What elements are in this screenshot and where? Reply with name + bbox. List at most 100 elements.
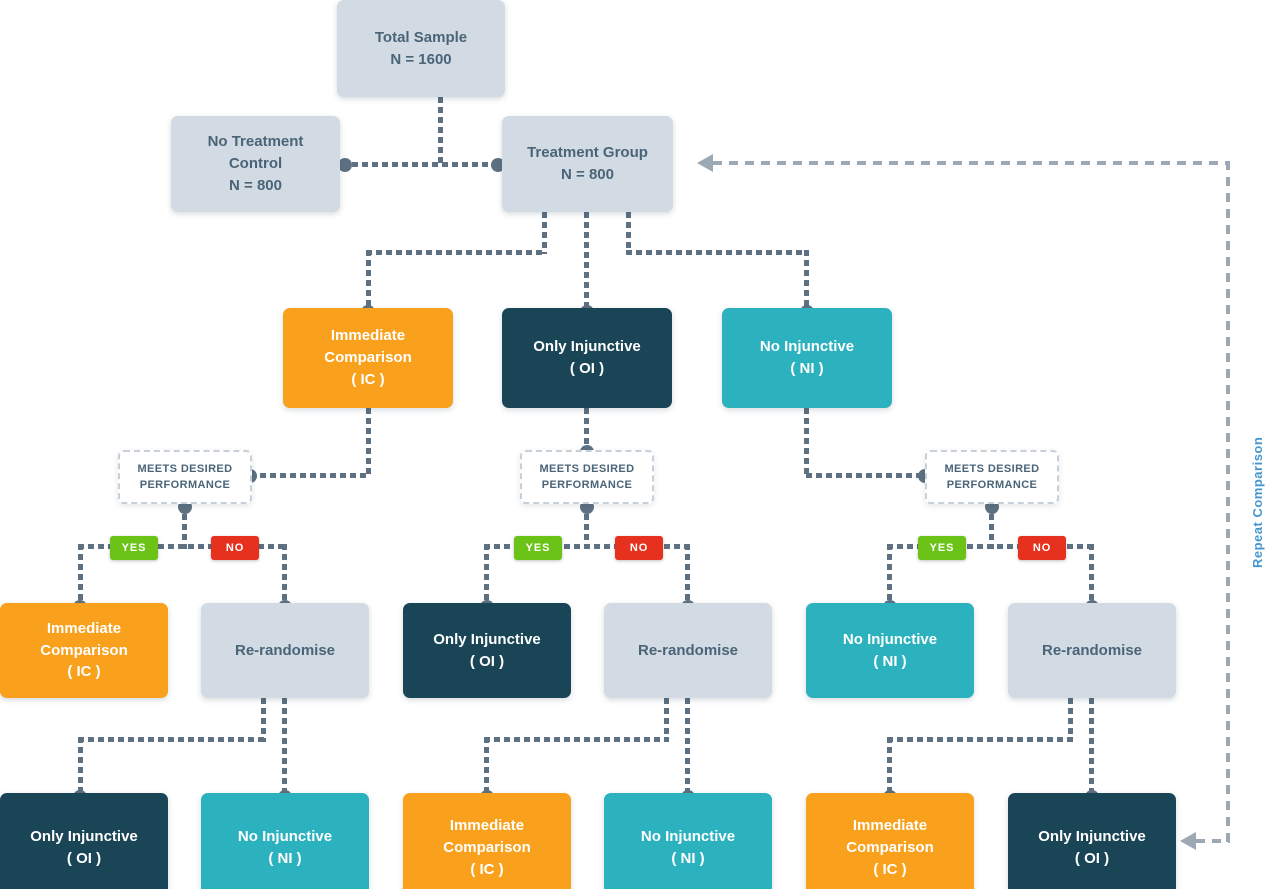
- node-subtitle: ( OI ): [569, 360, 605, 377]
- node-subtitle: ( OI ): [66, 850, 102, 867]
- node-subtitle: ( NI ): [671, 850, 705, 867]
- connector-hline: [887, 737, 1073, 742]
- node-subtitle: N = 800: [561, 166, 614, 183]
- connector-vline: [261, 698, 266, 742]
- node-title: Re-randomise: [234, 641, 336, 659]
- node-title: Immediate Comparison: [846, 817, 934, 857]
- node-title: Re-randomise: [1041, 641, 1143, 659]
- node-rerandomise-1: Re-randomise: [201, 603, 369, 698]
- node-rerandomise-2: Re-randomise: [604, 603, 772, 698]
- node-title: Treatment Group: [527, 144, 648, 162]
- connector-hline: [342, 162, 500, 167]
- node-treatment-group: Treatment Group N = 800: [502, 116, 673, 212]
- node-title: Total Sample: [374, 28, 468, 46]
- node-result-immediate-comparison: Immediate Comparison ( IC ): [0, 603, 168, 698]
- node-bottom-no-injunctive-1: No Injunctive ( NI ): [201, 793, 369, 889]
- connector-vline: [182, 504, 187, 549]
- connector-hline: [626, 250, 807, 255]
- node-subtitle: N = 1600: [390, 50, 452, 68]
- connector-vline: [584, 212, 589, 310]
- node-arm-immediate-comparison: Immediate Comparison ( IC ): [283, 308, 453, 408]
- decision-meets-desired-performance-1: MEETS DESIRED PERFORMANCE: [118, 450, 252, 504]
- badge-no-3: NO: [1018, 536, 1066, 560]
- node-bottom-immediate-comparison-2: Immediate Comparison ( IC ): [806, 793, 974, 889]
- decision-label: MEETS DESIRED PERFORMANCE: [539, 462, 635, 492]
- connector-vline: [438, 97, 443, 167]
- badge-yes-2: YES: [514, 536, 562, 560]
- connector-vline: [484, 544, 489, 606]
- node-title: No Injunctive: [237, 828, 333, 846]
- loop-arrow-bottom-icon: [1180, 832, 1196, 850]
- node-title: Only Injunctive: [433, 630, 541, 648]
- connector-hline: [78, 737, 266, 742]
- node-title: No Injunctive: [842, 630, 938, 648]
- badge-no-2: NO: [615, 536, 663, 560]
- node-subtitle: N = 800: [229, 176, 282, 194]
- node-title: Only Injunctive: [30, 828, 138, 846]
- node-title: Only Injunctive: [1038, 828, 1146, 846]
- node-subtitle: ( NI ): [873, 652, 907, 670]
- connector-vline: [78, 544, 83, 606]
- badge-yes-1: YES: [110, 536, 158, 560]
- connector-vline: [887, 737, 892, 796]
- connector-vline: [1068, 698, 1073, 742]
- connector-vline: [282, 698, 287, 798]
- badge-yes-3: YES: [918, 536, 966, 560]
- node-bottom-only-injunctive-2: Only Injunctive ( OI ): [1008, 793, 1176, 889]
- node-title: Immediate Comparison: [443, 817, 531, 857]
- connector-vline: [685, 544, 690, 606]
- connector-hline: [366, 250, 545, 255]
- connector-vline: [584, 408, 589, 452]
- connector-vline: [78, 737, 83, 796]
- node-bottom-only-injunctive-1: Only Injunctive ( OI ): [0, 793, 168, 889]
- loop-arrow-top-icon: [697, 154, 713, 172]
- node-title: Only Injunctive: [533, 338, 641, 356]
- connector-vline: [542, 212, 547, 254]
- connector-vline: [664, 698, 669, 742]
- connector-vline: [1089, 698, 1094, 798]
- connector-hline: [806, 473, 926, 478]
- decision-meets-desired-performance-3: MEETS DESIRED PERFORMANCE: [925, 450, 1059, 504]
- node-title: No Injunctive: [640, 828, 736, 846]
- node-subtitle: ( OI ): [469, 652, 505, 670]
- connector-hline: [484, 544, 690, 549]
- node-total-sample: Total Sample N = 1600: [337, 0, 505, 97]
- connector-hline: [887, 544, 1094, 549]
- junction-dot: [338, 158, 352, 172]
- node-subtitle: ( IC ): [67, 663, 101, 681]
- node-result-only-injunctive: Only Injunctive ( OI ): [403, 603, 571, 698]
- node-title: No Injunctive: [759, 338, 855, 356]
- connector-vline: [626, 212, 631, 254]
- node-title: Immediate Comparison: [324, 327, 412, 367]
- connector-vline: [804, 408, 809, 478]
- connector-vline: [584, 504, 589, 549]
- connector-vline: [366, 408, 371, 478]
- decision-meets-desired-performance-2: MEETS DESIRED PERFORMANCE: [520, 450, 654, 504]
- decision-label: MEETS DESIRED PERFORMANCE: [944, 462, 1040, 492]
- node-subtitle: ( OI ): [1074, 850, 1110, 867]
- node-bottom-immediate-comparison-1: Immediate Comparison ( IC ): [403, 793, 571, 889]
- node-subtitle: ( IC ): [873, 860, 907, 878]
- badge-no-1: NO: [211, 536, 259, 560]
- node-arm-no-injunctive: No Injunctive ( NI ): [722, 308, 892, 408]
- connector-vline: [1089, 544, 1094, 606]
- loop-line-top: [713, 161, 1230, 165]
- node-arm-only-injunctive: Only Injunctive ( OI ): [502, 308, 672, 408]
- loop-label: Repeat Comparison: [1250, 436, 1265, 568]
- node-subtitle: ( NI ): [268, 850, 302, 867]
- connector-vline: [685, 698, 690, 798]
- node-bottom-no-injunctive-2: No Injunctive ( NI ): [604, 793, 772, 889]
- connector-vline: [989, 504, 994, 549]
- junction-dot: [491, 158, 505, 172]
- node-title: Immediate Comparison: [40, 619, 128, 659]
- decision-label: MEETS DESIRED PERFORMANCE: [137, 462, 233, 492]
- node-rerandomise-3: Re-randomise: [1008, 603, 1176, 698]
- connector-vline: [804, 250, 809, 310]
- connector-vline: [366, 250, 371, 310]
- node-result-no-injunctive: No Injunctive ( NI ): [806, 603, 974, 698]
- node-subtitle: ( NI ): [790, 360, 824, 377]
- node-subtitle: ( IC ): [351, 370, 385, 388]
- loop-line-right: [1226, 161, 1230, 843]
- connector-hline: [484, 737, 669, 742]
